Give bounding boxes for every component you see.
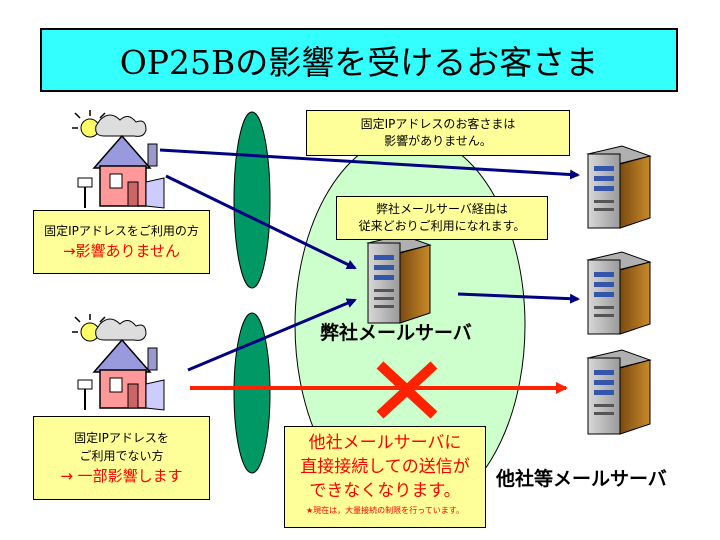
customer-nonfixed-ip-box: 固定IPアドレスを ご利用でない方 → 一部影響します: [33, 416, 210, 500]
customer-fixed-line1: 固定IPアドレスをご利用の方: [44, 224, 199, 238]
house-icon-nonfixed: [72, 314, 165, 411]
note-top-line1: 固定IPアドレスのお客さまは: [360, 117, 516, 131]
arrow-our-server-to-other: [457, 292, 580, 304]
server-icon-our: [366, 234, 432, 324]
note-mid-line2: 従来どおりご利用になれます。: [358, 219, 526, 233]
blocked-line2: 直接接続しての送信が: [300, 457, 470, 477]
op25b-boundary-lower: [233, 312, 271, 474]
blocked-note: ★現在は，大量接続の制限を行っています。: [306, 506, 464, 515]
customer-nonfixed-line2: ご利用でない方: [79, 449, 164, 463]
arrow-fixed-to-other-server: [159, 148, 580, 180]
op25b-boundary-upper: [233, 111, 271, 289]
server-icon-other-3: [586, 349, 652, 435]
other-server-label: 他社等メールサーバ: [496, 468, 667, 490]
blocked-line3: できなくなります。: [309, 481, 461, 501]
note-mid-line1: 弊社メールサーバ経由は: [376, 202, 508, 216]
server-icon-other-1: [586, 145, 652, 229]
page-title: OP25Bの影響を受けるお客さま: [40, 28, 678, 92]
our-server-label: 弊社メールサーバ: [320, 322, 472, 344]
arrow-nonfixed-to-our-server: [187, 298, 357, 372]
blocked-sending-box: 他社メールサーバに 直接接続しての送信が できなくなります。 ★現在は，大量接続…: [284, 426, 486, 528]
customer-fixed-ip-box: 固定IPアドレスをご利用の方 →影響ありません: [33, 210, 210, 274]
customer-nonfixed-line1: 固定IPアドレスを: [74, 431, 169, 445]
blocked-line1: 他社メールサーバに: [308, 433, 462, 453]
blocked-x-icon: [376, 361, 438, 419]
customer-nonfixed-line3: → 一部影響します: [60, 467, 183, 485]
note-top-line2: 影響がありません。: [384, 134, 492, 148]
server-icon-other-2: [586, 251, 652, 335]
customer-fixed-line2: →影響ありません: [62, 242, 181, 260]
arrow-fixed-to-our-server: [165, 174, 357, 270]
note-fixed-ip-unaffected: 固定IPアドレスのお客さまは 影響がありません。: [306, 110, 570, 156]
house-icon-fixed: [72, 110, 165, 209]
note-our-server-ok: 弊社メールサーバ経由は 従来どおりご利用になれます。: [336, 196, 548, 240]
